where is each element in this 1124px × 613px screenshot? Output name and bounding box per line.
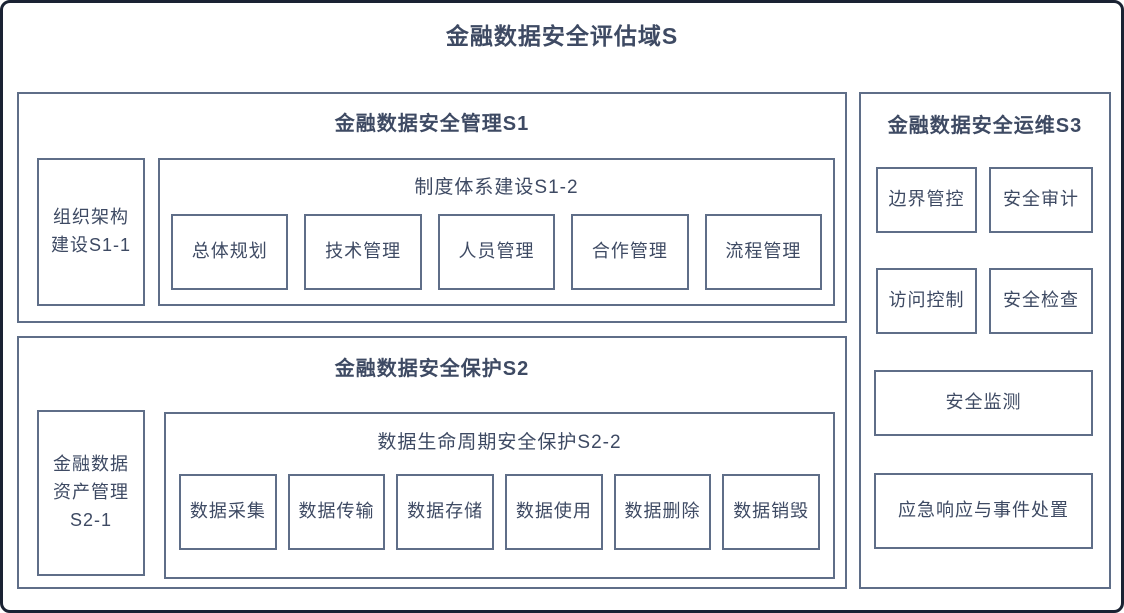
group-s1-2-title: 制度体系建设S1-2: [414, 177, 579, 198]
node-emergency-response: 应急响应与事件处置: [874, 473, 1093, 549]
section-s1: 金融数据安全管理S1 组织架构建设S1-1 制度体系建设S1-2 总体规划 技术…: [17, 92, 847, 323]
node-boundary-control: 边界管控: [876, 167, 977, 233]
node-s1-1-organization: 组织架构建设S1-1: [37, 158, 145, 306]
node-data-collection: 数据采集: [179, 474, 277, 550]
group-s2-2-title: 数据生命周期安全保护S2-2: [377, 432, 622, 453]
node-cooperation-management: 合作管理: [571, 214, 689, 290]
node-s2-1-asset-management: 金融数据资产管理S2-1: [37, 410, 145, 576]
section-s3: 金融数据安全运维S3 边界管控 安全审计 访问控制 安全检查 安全监测 应急响应…: [859, 92, 1111, 589]
node-data-destruction: 数据销毁: [722, 474, 821, 550]
node-data-deletion: 数据删除: [613, 474, 712, 550]
node-access-control: 访问控制: [876, 268, 977, 334]
group-s2-2: 数据生命周期安全保护S2-2 数据采集 数据传输 数据存储 数据使用 数据删除 …: [164, 412, 835, 579]
section-s2-title: 金融数据安全保护S2: [334, 358, 530, 380]
node-tech-management: 技术管理: [304, 214, 422, 290]
node-security-audit: 安全审计: [989, 167, 1093, 233]
node-security-check: 安全检查: [989, 268, 1093, 334]
diagram-title: 金融数据安全评估域S: [445, 23, 679, 49]
group-s1-2: 制度体系建设S1-2 总体规划 技术管理 人员管理 合作管理 流程管理: [158, 158, 835, 306]
node-security-monitoring: 安全监测: [874, 370, 1093, 436]
node-personnel-management: 人员管理: [437, 214, 556, 290]
node-data-usage: 数据使用: [505, 474, 603, 550]
node-overall-planning: 总体规划: [171, 214, 289, 290]
node-data-storage: 数据存储: [396, 474, 495, 550]
group-s1-2-items: 总体规划 技术管理 人员管理 合作管理 流程管理: [171, 214, 823, 290]
node-process-management: 流程管理: [704, 214, 823, 290]
section-s3-title: 金融数据安全运维S3: [887, 115, 1083, 137]
section-s1-title: 金融数据安全管理S1: [334, 113, 530, 135]
group-s2-2-items: 数据采集 数据传输 数据存储 数据使用 数据删除 数据销毁: [179, 474, 821, 550]
section-s2: 金融数据安全保护S2 金融数据资产管理S2-1 数据生命周期安全保护S2-2 数…: [17, 336, 847, 589]
node-data-transmission: 数据传输: [287, 474, 386, 550]
